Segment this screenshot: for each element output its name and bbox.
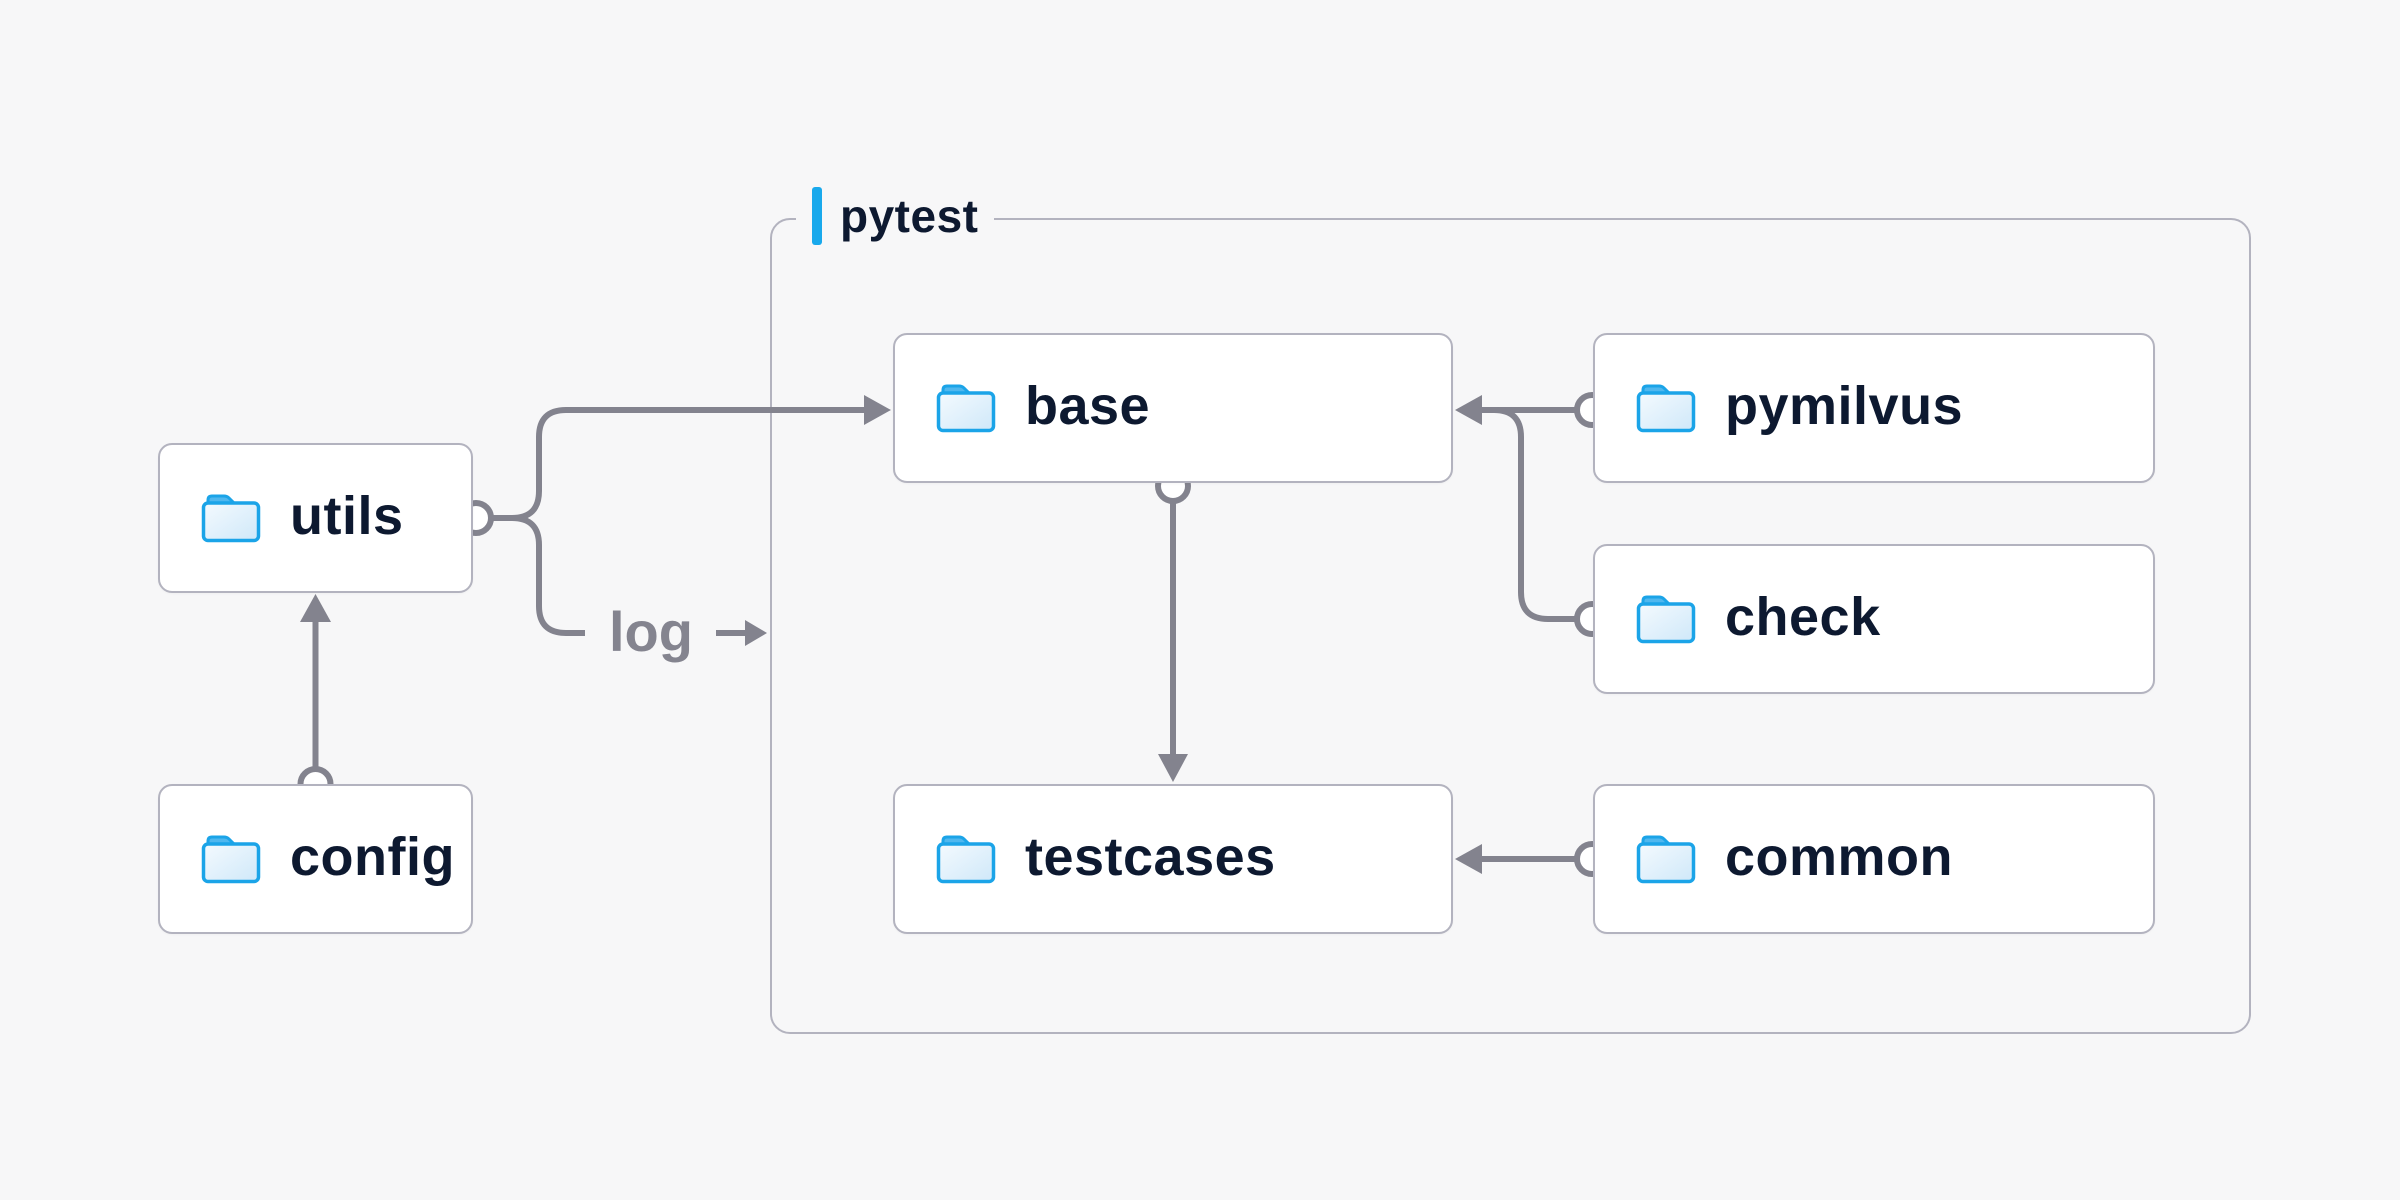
node-base: base bbox=[893, 333, 1453, 483]
folder-icon bbox=[1636, 835, 1696, 884]
node-label: base bbox=[1025, 376, 1151, 436]
arrowhead-into-testcases-right bbox=[1455, 844, 1482, 874]
pytest-group-container bbox=[770, 218, 2251, 1034]
node-label: testcases bbox=[1025, 827, 1276, 887]
edge-utils-log bbox=[491, 515, 585, 636]
pytest-accent-bar bbox=[812, 187, 822, 245]
edge-check-base bbox=[1482, 407, 1577, 622]
node-label: pymilvus bbox=[1725, 376, 1964, 436]
node-check: check bbox=[1593, 544, 2155, 694]
folder-icon bbox=[936, 384, 996, 433]
folder-icon bbox=[1636, 595, 1696, 644]
node-utils: utils bbox=[158, 443, 473, 593]
arrowhead-into-testcases-top bbox=[1158, 754, 1188, 782]
folder-icon bbox=[201, 835, 261, 884]
folder-icon bbox=[936, 835, 996, 884]
node-label: utils bbox=[290, 486, 404, 546]
node-testcases: testcases bbox=[893, 784, 1453, 934]
node-common: common bbox=[1593, 784, 2155, 934]
folder-icon bbox=[1636, 384, 1696, 433]
node-label: check bbox=[1725, 587, 1881, 647]
node-config: config bbox=[158, 784, 473, 934]
node-label: common bbox=[1725, 827, 1954, 887]
pytest-label-text: pytest bbox=[840, 190, 979, 242]
node-label: config bbox=[290, 827, 455, 887]
arrowhead-into-base-left bbox=[864, 395, 891, 425]
arrowhead-into-base-right bbox=[1455, 395, 1482, 425]
arrowhead-into-utils bbox=[300, 594, 331, 622]
edge-utils-base bbox=[491, 407, 864, 521]
log-edge-label: log bbox=[609, 600, 693, 663]
node-pymilvus: pymilvus bbox=[1593, 333, 2155, 483]
folder-icon bbox=[201, 494, 261, 543]
pytest-label: pytest bbox=[796, 184, 995, 248]
log-arrowhead bbox=[745, 620, 767, 646]
